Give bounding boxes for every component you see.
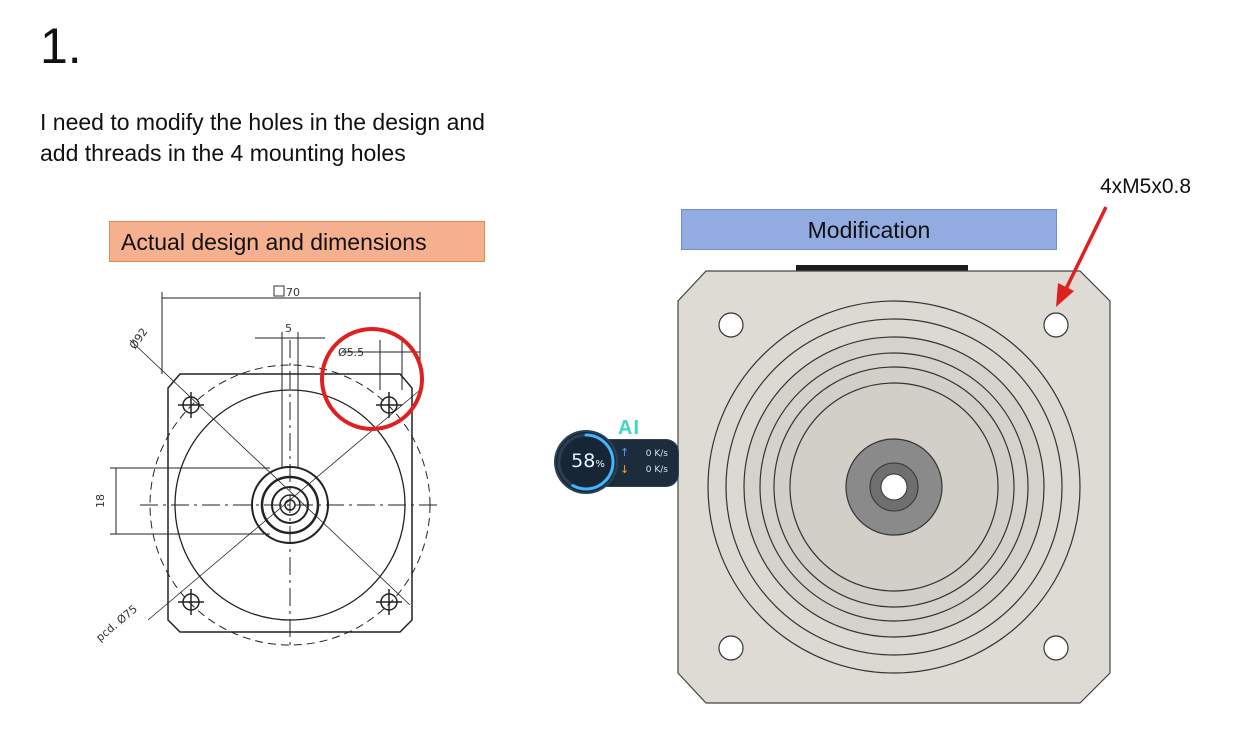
dim-key-offset: 5	[285, 322, 292, 335]
technical-drawing: 70 5 Ø5.5 Ø92 18 pcd. Ø75	[94, 285, 440, 648]
highlight-circle	[320, 327, 424, 431]
instructions-line-1: I need to modify the holes in the design…	[40, 109, 485, 135]
dim-diagonal: Ø92	[127, 326, 151, 352]
instructions-line-2: add threads in the 4 mounting holes	[40, 140, 406, 166]
usage-percent-value: 58	[571, 450, 596, 472]
modification-label: Modification	[681, 209, 1057, 250]
upload-arrow-icon: ↑	[620, 446, 630, 459]
render-hole-br	[1043, 635, 1069, 661]
dim-shaft-height: 18	[94, 494, 107, 508]
render-view	[677, 265, 1111, 704]
mounting-hole-bl	[178, 589, 204, 615]
download-arrow-icon: ↓	[620, 463, 630, 476]
render-hole-bl	[718, 635, 744, 661]
thread-callout-text: 4xM5x0.8	[1100, 175, 1192, 198]
callout-arrow	[1056, 206, 1108, 307]
usage-percent: 58%	[566, 450, 610, 472]
render-hole-tr	[1043, 312, 1069, 338]
motor-top-edge	[796, 265, 968, 273]
dim-pcd: pcd. Ø75	[94, 602, 140, 644]
flange-outline	[167, 373, 413, 633]
render-hole-tl	[718, 312, 744, 338]
mounting-holes	[178, 392, 402, 615]
mounting-hole-tl	[178, 392, 204, 418]
step-number: 1.	[40, 18, 82, 74]
actual-design-label: Actual design and dimensions	[109, 221, 485, 262]
mounting-hole-br	[376, 589, 402, 615]
usage-percent-unit: %	[595, 459, 605, 470]
download-rate: 0 K/s	[645, 465, 668, 475]
upload-rate: 0 K/s	[645, 449, 668, 459]
instructions-text: I need to modify the holes in the design…	[40, 107, 560, 169]
render-mounting-holes	[718, 312, 1069, 661]
usage-ring	[557, 433, 615, 491]
ai-badge: AI	[618, 417, 640, 439]
dim-hole: Ø5.5	[338, 346, 364, 359]
dim-width: 70	[286, 286, 300, 299]
mounting-hole-tr	[376, 392, 402, 418]
